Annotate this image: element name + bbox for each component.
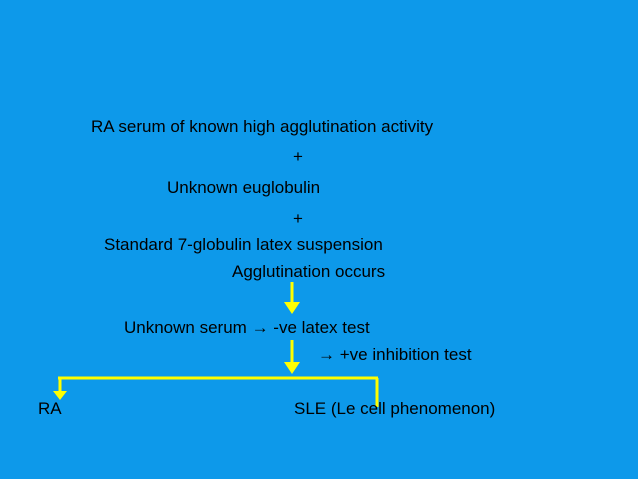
text-outcome-ra: RA (38, 399, 62, 418)
text-standard-latex: Standard 7-globulin latex suspension (104, 235, 383, 254)
plus-sign-1: + (293, 147, 303, 166)
arrow-icon: → (318, 345, 335, 364)
text-unknown-euglobulin: Unknown euglobulin (167, 178, 321, 197)
text-agglutination-occurs: Agglutination occurs (232, 262, 386, 281)
text-ve-latex: -ve latex test (273, 318, 370, 337)
text-unknown-serum-row: Unknown serum → -ve latex test (124, 318, 370, 338)
arrowhead-bar (284, 362, 300, 374)
arrowhead-ra (53, 391, 67, 400)
text-outcome-sle: SLE (Le cell phenomenon) (294, 399, 496, 418)
text-inhibition-row: → +ve inhibition test (318, 345, 472, 365)
plus-sign-2: + (293, 209, 303, 228)
text-ra-serum: RA serum of known high agglutination act… (91, 117, 434, 136)
arrowhead-unknown-serum (284, 302, 300, 314)
text-unknown-serum: Unknown serum (124, 318, 247, 337)
text-ve-inhibition: +ve inhibition test (339, 345, 472, 364)
arrow-icon: → (251, 318, 269, 337)
